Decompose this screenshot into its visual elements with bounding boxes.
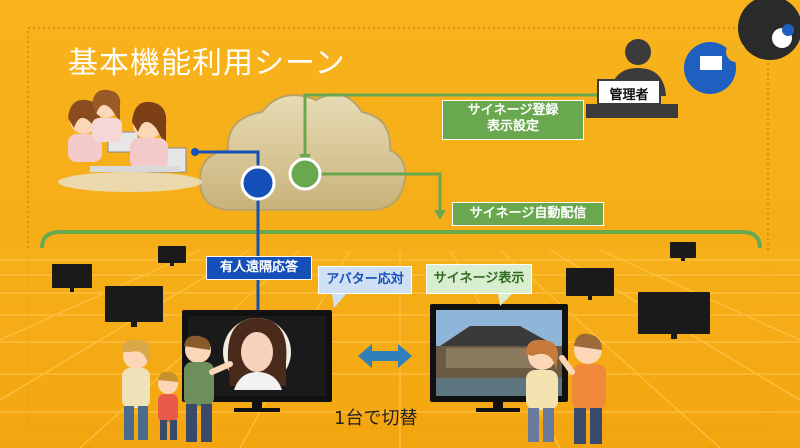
admin-line xyxy=(303,93,598,160)
page-title: 基本機能利用シーン xyxy=(68,46,346,81)
admin-illustration xyxy=(586,39,678,118)
signage-register-box: サイネージ登録 表示設定 xyxy=(442,100,584,140)
remote-line-start xyxy=(191,148,199,156)
small-monitors xyxy=(52,242,710,339)
delivery-arrow xyxy=(434,210,446,220)
service-logo xyxy=(684,0,800,94)
delivery-bracket xyxy=(40,230,762,249)
signage-auto-delivery-box: サイネージ自動配信 xyxy=(452,202,604,226)
operators-illustration xyxy=(58,89,202,192)
delivery-line xyxy=(320,172,442,214)
admin-label: 管理者 xyxy=(609,88,649,103)
remote-node xyxy=(240,165,276,201)
switch-arrow xyxy=(358,344,412,368)
signage-display-callout: サイネージ表示 xyxy=(426,264,532,294)
signage-register-line2: 表示設定 xyxy=(486,119,539,134)
signage-callout-tail xyxy=(498,294,512,306)
signage-register-line1: サイネージ登録 xyxy=(467,103,559,118)
switch-caption: 1台で切替 xyxy=(334,408,418,429)
avatar-response-callout: アバター応対 xyxy=(318,266,412,294)
couple-illustration xyxy=(526,333,606,444)
signage-node xyxy=(288,157,322,191)
remote-response-box: 有人遠隔応答 xyxy=(206,256,312,280)
avatar-callout-tail xyxy=(332,294,346,308)
family-illustration xyxy=(122,335,233,442)
